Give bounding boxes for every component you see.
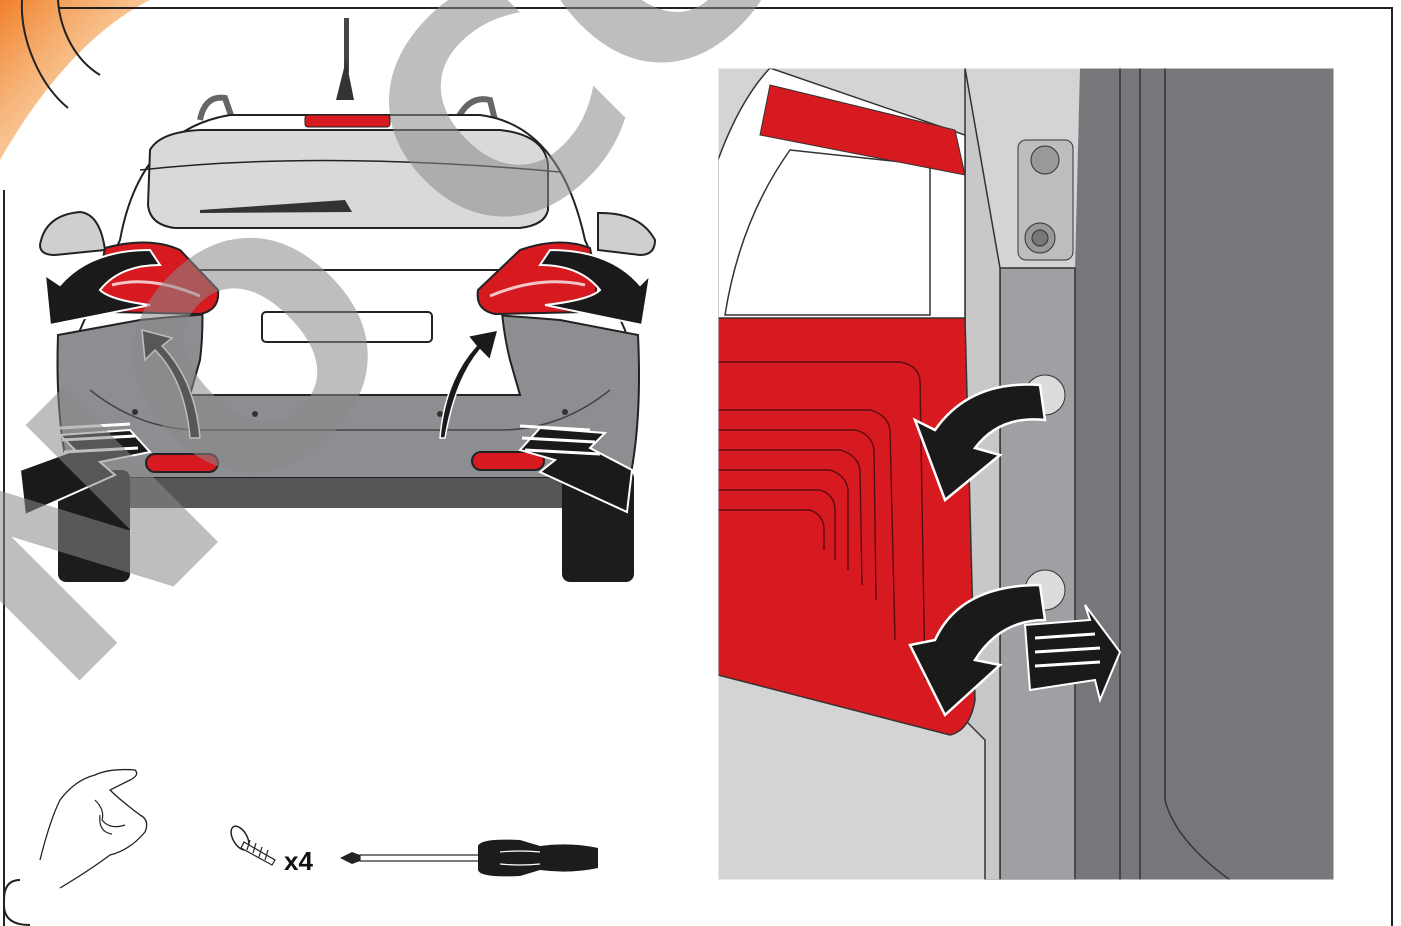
hand-pinch-icon — [40, 770, 147, 888]
screwdriver-icon — [340, 840, 598, 877]
screw-quantity: x4 — [284, 846, 313, 876]
screw-icon — [227, 823, 275, 865]
corner-accent — [0, 0, 150, 160]
taillight-closeup — [718, 68, 1334, 880]
